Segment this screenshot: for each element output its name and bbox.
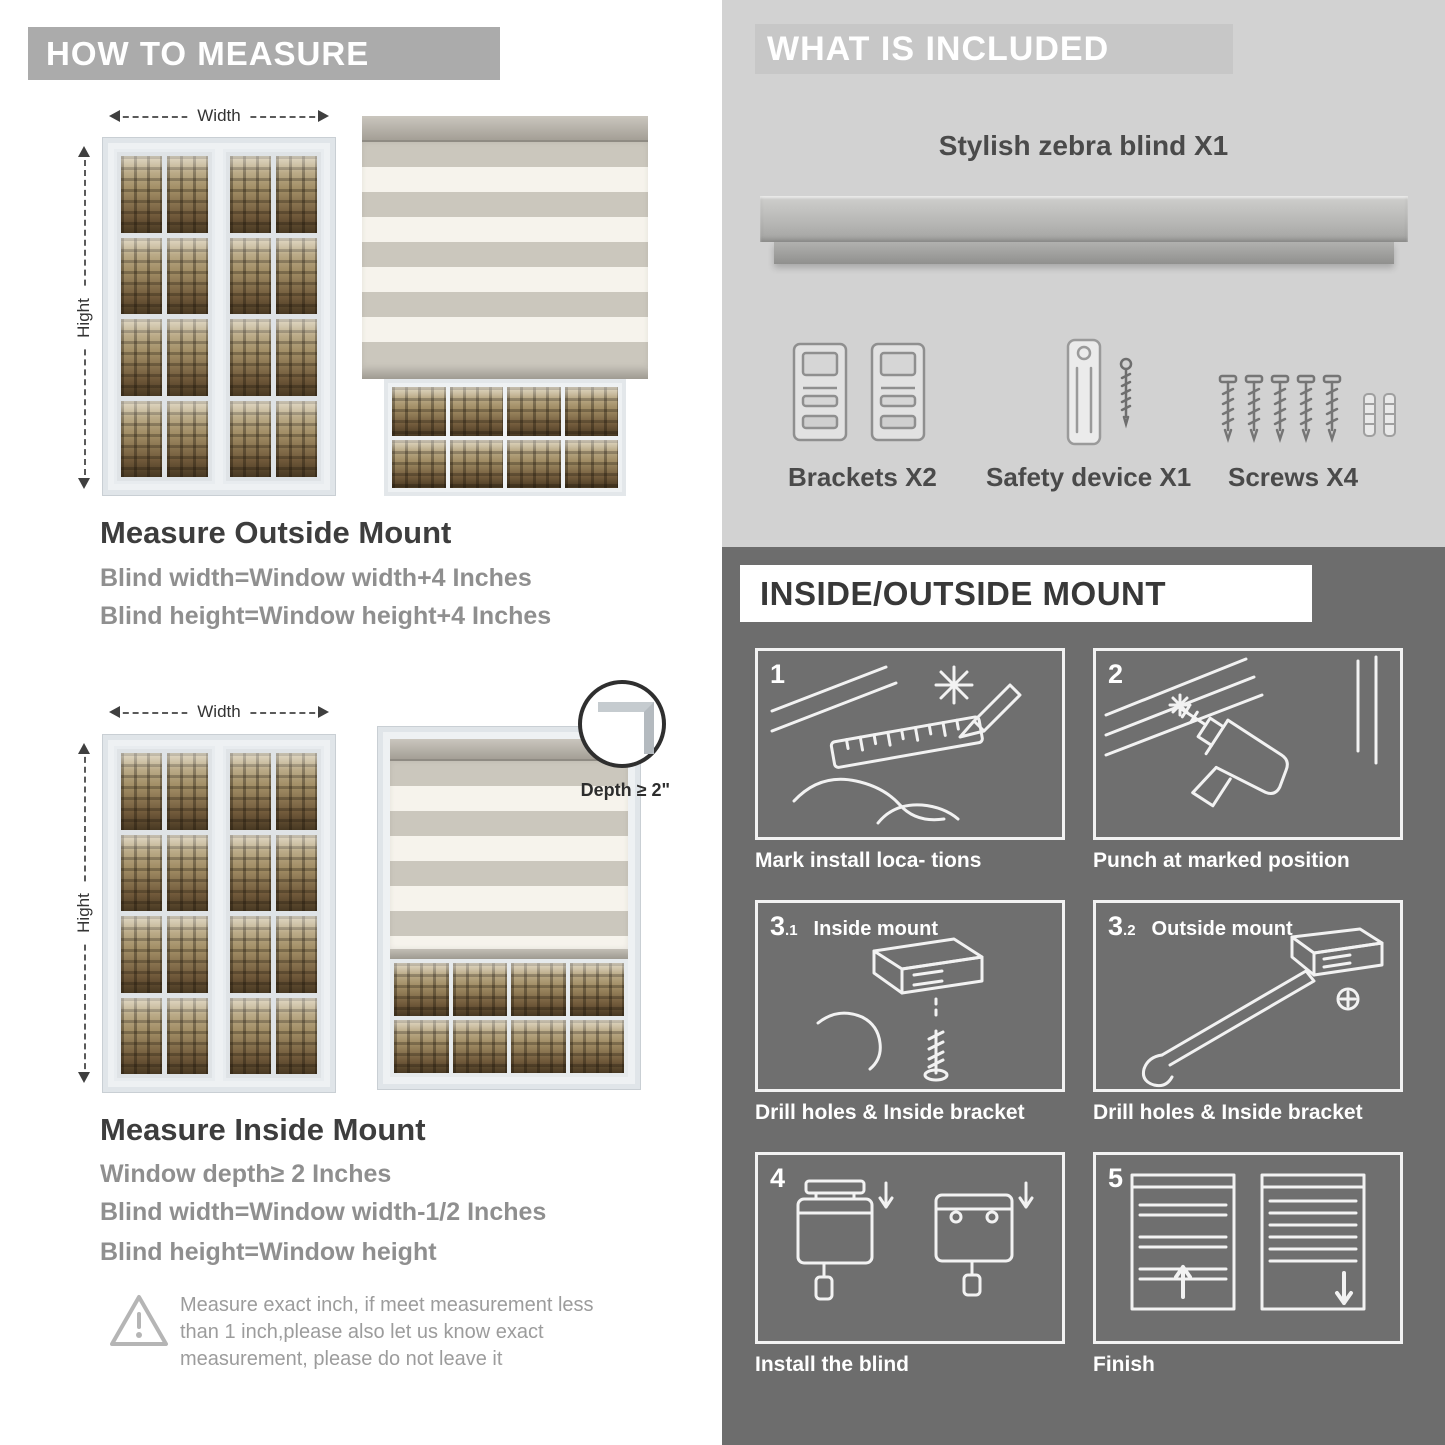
inside-bracket-art (816, 937, 984, 1082)
width-label: Width (187, 106, 251, 126)
step-caption: Punch at marked position (1093, 849, 1350, 872)
arrow-head (78, 737, 90, 754)
window-sash (114, 746, 215, 1081)
how-to-measure-section: HOW TO MEASURE Width Hight (0, 0, 722, 1445)
arrow-head (318, 110, 335, 122)
arrow-head (78, 478, 90, 495)
window-sashes (114, 149, 324, 484)
screws-illustration (1218, 374, 1396, 443)
bracket-icon (870, 342, 926, 442)
window-sash (223, 149, 324, 484)
step-number: 3 (770, 911, 786, 941)
step-caption: Finish (1093, 1353, 1155, 1376)
width-arrow-outside: Width (103, 104, 335, 128)
window-sash (114, 149, 215, 484)
arrow-head (103, 110, 120, 122)
safety-device-icon (1066, 338, 1133, 446)
height-arrow-inside: Hight (72, 737, 96, 1089)
arrow-head (78, 140, 90, 157)
screw-icon (1218, 374, 1342, 443)
step-number: 3 (1108, 911, 1124, 941)
warning-icon (110, 1295, 168, 1346)
how-to-measure-header: HOW TO MEASURE (28, 27, 500, 80)
step-caption: Install the blind (755, 1353, 910, 1376)
safety-device-label: Safety device X1 (986, 462, 1192, 492)
headrail-top-bar (760, 196, 1408, 242)
inside-height-formula: Blind height=Window height (100, 1238, 437, 1266)
brackets-label: Brackets X2 (788, 462, 937, 492)
frame-corner-detail (598, 702, 654, 754)
step-number: 1 (770, 659, 786, 689)
blind-bottom-rail (390, 949, 628, 959)
window-sash (223, 746, 324, 1081)
screws-label: Screws X4 (1228, 462, 1359, 492)
zebra-blind-illustration-inside (378, 727, 640, 1089)
bracket-icon (792, 342, 848, 442)
zebra-blind-illustration-outside (362, 116, 648, 496)
measure-note: Measure exact inch, if meet measurement … (180, 1294, 594, 1370)
arrow-head (103, 706, 120, 718)
blind-stripes (362, 142, 648, 367)
install-blind-art (796, 1179, 1034, 1301)
mount-header: INSIDE/OUTSIDE MOUNT (740, 565, 1312, 622)
outside-mount-title: Measure Outside Mount (100, 515, 452, 550)
blind-stripes (390, 761, 628, 949)
mount-instructions-section: INSIDE/OUTSIDE MOUNT (722, 547, 1445, 1445)
product-title: Stylish zebra blind X1 (938, 130, 1229, 161)
window-sashes (114, 746, 324, 1081)
step-panel-1: 1 Mark install loca- tions (755, 648, 1065, 873)
window-below-blind (384, 379, 626, 496)
step-caption: Drill holes & Inside bracket (1093, 1101, 1363, 1124)
height-label: Hight (74, 287, 94, 348)
step-number: 5 (1108, 1163, 1124, 1193)
blind-bottom-rail (362, 367, 648, 379)
blind-cassette (390, 739, 628, 761)
step-panel-2: 2 Punch at marked position (1093, 648, 1403, 873)
inside-width-formula: Blind width=Window width-1/2 Inches (100, 1198, 547, 1226)
outside-height-formula: Blind height=Window height+4 Inches (100, 602, 552, 630)
blind-cassette (362, 116, 648, 142)
window-below-blind (390, 959, 628, 1077)
finish-art (1130, 1173, 1366, 1311)
what-is-included-section: WHAT IS INCLUDED Stylish zebra blind X1 (722, 0, 1445, 547)
depth-label: Depth ≥ 2" (580, 780, 670, 800)
anchor-icon (1363, 393, 1396, 437)
step-number: 4 (770, 1163, 786, 1193)
height-arrow-outside: Hight (72, 140, 96, 495)
window-illustration-outside (103, 138, 335, 495)
width-label: Width (187, 702, 251, 722)
width-arrow-inside: Width (103, 700, 335, 724)
step-panel-4: 4 Install the blind (755, 1152, 1065, 1377)
drill-art (1104, 655, 1378, 808)
step-caption: Mark install loca- tions (755, 849, 982, 872)
height-label: Hight (74, 883, 94, 943)
window-illustration-inside (103, 735, 335, 1092)
headrail-valance (774, 242, 1394, 264)
outside-bracket-art (1142, 927, 1384, 1088)
step-number: 2 (1108, 659, 1124, 689)
what-is-included-header: WHAT IS INCLUDED (755, 24, 1233, 74)
inside-mount-title: Measure Inside Mount (100, 1112, 426, 1147)
step-caption: Drill holes & Inside bracket (755, 1101, 1025, 1124)
step-panel-5: 5 Finish (1093, 1152, 1403, 1377)
arrow-head (318, 706, 335, 718)
depth-detail-circle (578, 680, 666, 768)
arrow-head (78, 1072, 90, 1089)
screw-icon (1119, 357, 1133, 429)
headrail-illustration (760, 196, 1408, 264)
inside-depth-formula: Window depth≥ 2 Inches (100, 1160, 392, 1188)
outside-width-formula: Blind width=Window width+4 Inches (100, 564, 532, 592)
mark-location-art (770, 665, 1022, 825)
